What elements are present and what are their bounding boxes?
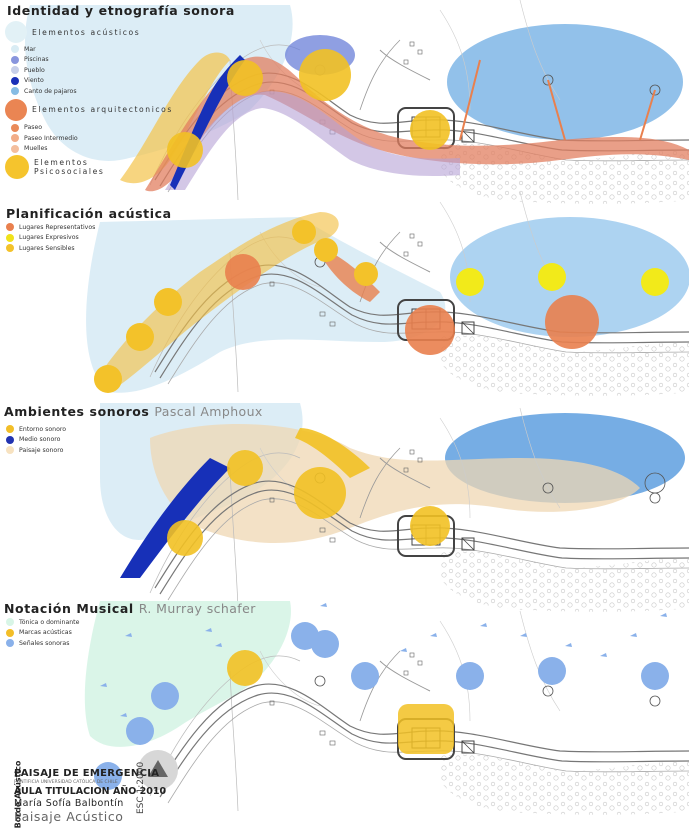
legend-item: Mar — [5, 44, 173, 55]
panel-ambientes-map — [100, 403, 689, 613]
legend-item: Viento — [5, 76, 173, 87]
panel-title-identidad: Identidad y etnografía sonora — [7, 3, 235, 18]
legend-planificacion: Lugares Representativos Lugares Expresiv… — [6, 222, 95, 254]
credits-author: María Sofía Balbontín — [14, 798, 124, 809]
legend-item: Piscinas — [5, 55, 173, 66]
legend-item: Paisaje sonoro — [6, 445, 66, 456]
legend-item: Marcas acústicas — [6, 628, 79, 639]
panel-title-planificacion: Planificación acústica — [6, 206, 172, 221]
credits-title: PAISAJE DE EMERGENCIA — [14, 768, 160, 779]
legend-ambientes: Entorno sonoro Medio sonoro Paisaje sono… — [6, 424, 66, 456]
legend-item: Paseo Intermedio — [5, 133, 173, 144]
legend-item: Paseo — [5, 123, 173, 134]
legend-item: Canto de pajaros — [5, 86, 173, 97]
legend-item: Elementos acústicos — [5, 20, 173, 44]
legend-item: Entorno sonoro — [6, 424, 66, 435]
panel-planificacion-map — [86, 191, 689, 397]
north-arrow-icon — [148, 760, 168, 777]
legend-identidad: Elementos acústicos Mar Piscinas Pueblo … — [5, 20, 173, 180]
legend-item: Lugares Sensibles — [6, 243, 95, 254]
legend-item: Lugares Representativos — [6, 222, 95, 233]
legend-item: Lugares Expresivos — [6, 233, 95, 244]
credits-subject: Paisaje Acústico — [14, 809, 124, 824]
credits-university: PONTIFICIA UNIVERSIDAD CATÓLICA DE CHILE — [14, 780, 118, 785]
legend-item: Señales sonoras — [6, 638, 79, 649]
credits-course: AULA TITULACION AÑO 2010 — [14, 786, 167, 797]
legend-item: Elementos Psicosociales — [5, 154, 173, 180]
panel-notacion-map — [84, 601, 689, 816]
panel-title-ambientes: Ambientes sonoros Pascal Amphoux — [4, 404, 263, 419]
credits-block: Borde Acústico PAISAJE DE EMERGENCIA PON… — [13, 761, 194, 828]
legend-item: Pueblo — [5, 65, 173, 76]
scale-label: ESC 1:2000 — [136, 761, 146, 814]
legend-item: Medio sonoro — [6, 435, 66, 446]
legend-item: Tónica o dominante — [6, 617, 79, 628]
panel-title-notacion: Notación Musical R. Murray schafer — [4, 601, 256, 616]
legend-item: Elementos arquitectonicos — [5, 97, 173, 123]
panel-identidad-map — [25, 0, 689, 205]
legend-item: Muelles — [5, 144, 173, 155]
legend-notacion: Tónica o dominante Marcas acústicas Seña… — [6, 617, 79, 649]
